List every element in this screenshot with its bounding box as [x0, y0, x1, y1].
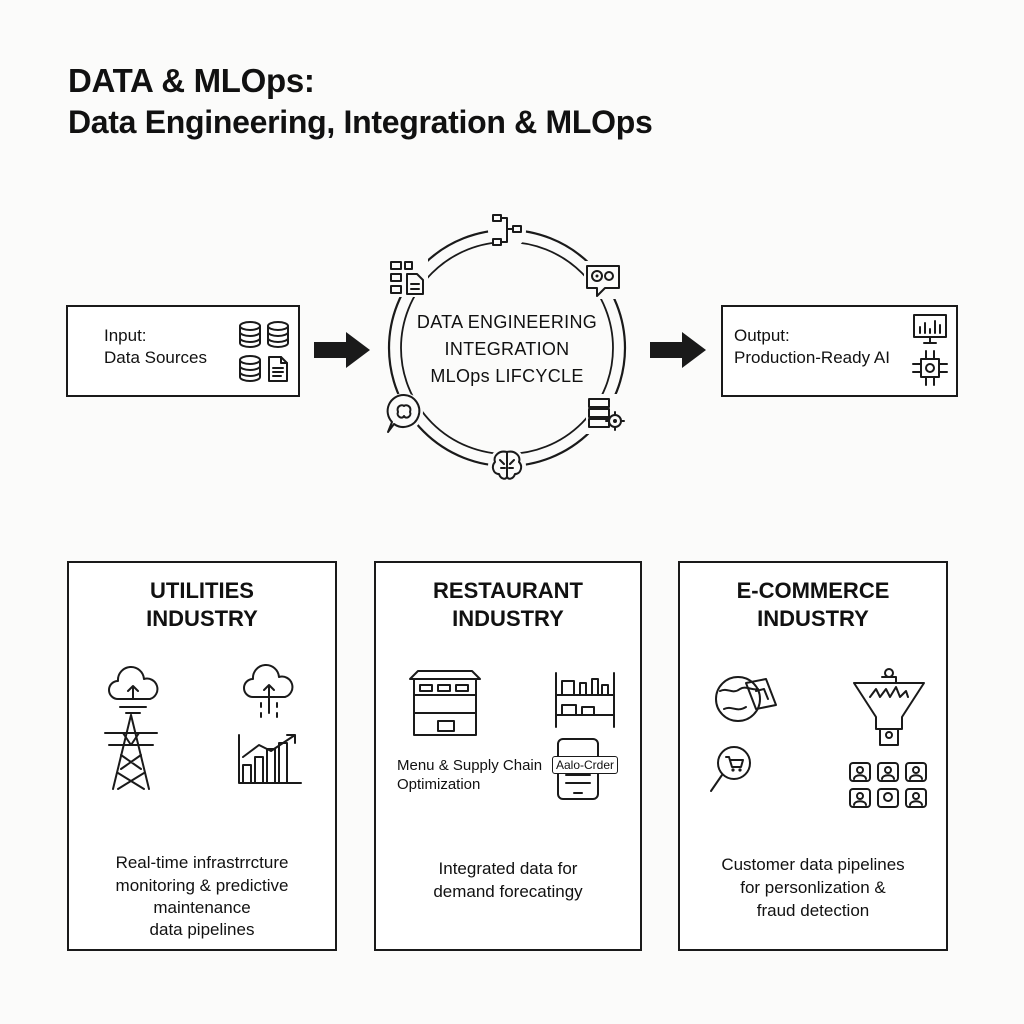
output-ai-label: Production-Ready AI: [734, 348, 890, 367]
arrow-right-icon: [314, 332, 370, 368]
ecommerce-title-2: INDUSTRY: [757, 606, 869, 631]
ai-chip-icon: [912, 350, 948, 386]
input-sources-label: Data Sources: [104, 348, 207, 367]
page-subtitle: Data Engineering, Integration & MLOps: [68, 104, 653, 140]
cycle-line-2: INTEGRATION: [444, 339, 570, 359]
cycle-line-3: MLOps LIFCYCLE: [430, 366, 584, 386]
power-tower-icon: [104, 714, 158, 790]
ecommerce-desc-3: fraud detection: [756, 901, 870, 920]
output-label: Output:: [734, 326, 790, 345]
cloud-upload-icon: [108, 666, 159, 714]
restaurant-title-2: INDUSTRY: [452, 606, 564, 631]
input-label: Input:: [104, 326, 147, 345]
restaurant-title-1: RESTAURANT: [433, 578, 583, 603]
monitor-chart-icon: [913, 314, 947, 344]
restaurant-panel: RESTAURANT INDUSTRY Aalo-Crder Menu & Su…: [374, 561, 642, 951]
menu-supply-note-1: Menu & Supply Chain: [397, 757, 543, 774]
ecommerce-title-1: E-COMMERCE: [736, 578, 890, 603]
data-blocks-icon: [388, 259, 428, 297]
brain-icon: [488, 447, 526, 485]
funnel-icon: [853, 668, 925, 746]
arrow-right-icon: [650, 332, 706, 368]
ecommerce-panel: E-COMMERCE INDUSTRY: [678, 561, 948, 951]
document-icon: [268, 356, 288, 382]
output-box: Output: Production-Ready AI: [721, 305, 958, 397]
pantry-shelf-icon: [555, 672, 615, 728]
utilities-desc-1: Real-time infrastrrcture: [115, 853, 289, 872]
user-grid-icon: [849, 762, 927, 808]
server-gear-icon: [586, 394, 626, 434]
globe-map-icon: [715, 676, 777, 722]
utilities-desc-3: maintenance: [153, 898, 251, 917]
magnifier-cart-icon: [710, 746, 751, 792]
ecommerce-desc-2: for personlization &: [740, 878, 886, 897]
cycle-line-1: DATA ENGINEERING: [416, 312, 598, 332]
gears-chat-icon: [584, 261, 622, 299]
utilities-desc-2: monitoring & predictive: [115, 876, 289, 895]
restaurant-desc-2: demand forecatingy: [433, 882, 583, 901]
cloud-upload-icon: [243, 664, 294, 718]
restaurant-desc-1: Integrated data for: [438, 859, 578, 878]
ecommerce-desc-1: Customer data pipelines: [721, 855, 905, 874]
utilities-panel: UTILITIES INDUSTRY Real-time infrastrrct…: [67, 561, 337, 951]
flow-diagram-icon: [488, 212, 526, 250]
input-box: Input: Data Sources: [66, 305, 300, 397]
utilities-desc-4: data pipelines: [149, 920, 255, 939]
database-icon: [239, 321, 261, 348]
page-title: DATA & MLOps:: [68, 62, 315, 99]
utilities-title-1: UTILITIES: [150, 578, 254, 603]
kitchen-counter-icon: [409, 670, 481, 736]
database-icon: [267, 321, 289, 348]
menu-supply-note-2: Optimization: [397, 776, 481, 793]
database-icon: [239, 355, 261, 382]
bar-chart-growth-icon: [238, 734, 302, 784]
auto-order-tag: Aalo-Crder: [552, 756, 619, 774]
utilities-title-2: INDUSTRY: [146, 606, 258, 631]
brain-chat-icon: [385, 393, 423, 433]
